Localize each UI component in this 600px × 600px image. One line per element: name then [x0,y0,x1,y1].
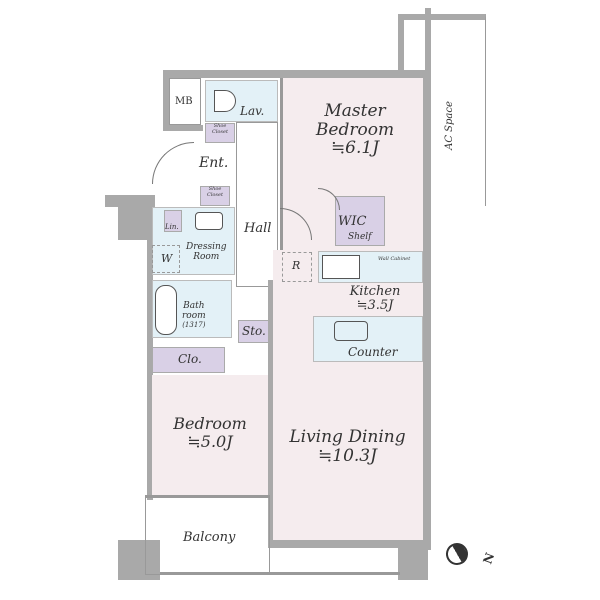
wall-cabinet-label: Wall Cabinet [378,256,411,262]
compass-icon [441,538,473,570]
bath-name-2: room [182,310,206,321]
walk-in-closet [335,196,385,246]
ac-space-label: AC Space [443,101,455,150]
balcony-rail [160,572,400,575]
balcony-pillar-right [398,540,428,580]
refrigerator-space [282,252,312,282]
counter [313,316,423,362]
balcony-pillar [118,540,160,580]
bath-size: (1317) [182,320,206,329]
mb-label: MB [175,96,193,107]
kitchen-name: Kitchen [349,284,401,299]
kitchen-sink-icon [334,321,368,341]
refrigerator-label: R [292,259,301,272]
washer-label: W [161,252,173,265]
living-dining-name: Living Dining [289,427,406,447]
wic-shelf-label: Shelf [348,232,372,242]
master-bedroom-label: Master Bedroom ≒6.1J [300,102,410,158]
bath-name-1: Bath [183,301,205,311]
bathroom-label: Bath room (1317) [182,301,206,329]
bedroom-name: Bedroom [173,414,247,433]
kitchen-label: Kitchen ≒3.5J [340,284,410,314]
wall-left-mb [163,70,169,130]
hall [236,122,278,287]
wall-bottom [268,540,428,548]
shoe-closet-2 [200,186,230,206]
wall-left-pillar [118,195,152,240]
master-bedroom-name-1: Master [324,101,386,121]
wall-bedroom-living [268,280,273,545]
meter-box [169,78,201,125]
linen-label: Lin. [165,223,179,231]
wall-left [147,200,153,500]
shoe-closet-1-label: Shoe Closet [212,123,228,135]
sink-icon [195,212,223,230]
bedroom [152,375,270,495]
master-bedroom-name-2: Bedroom [315,119,395,140]
entrance [195,145,235,185]
linen [164,210,182,232]
entrance-label: Ent. [199,155,229,171]
toilet-icon [214,90,236,112]
compass-north-label: N [480,550,498,566]
dressing-room-label: Dressing Room [186,242,227,263]
bedroom-label: Bedroom ≒5.0J [165,415,255,450]
bedroom-size: ≒5.0J [187,431,233,451]
living-dining-label: Living Dining ≒10.3J [285,428,410,465]
closet-label: Clo. [178,352,202,366]
washer-space [152,245,180,273]
bathtub-icon [155,285,177,335]
wall-right [423,70,431,550]
shoe-closet-2-label: Shoe Closet [207,186,223,198]
balcony-label: Balcony [183,530,236,545]
hall-label: Hall [244,221,272,236]
kitchen-size: ≒3.5J [356,298,394,314]
shoe-closet-1 [205,123,235,143]
counter-label: Counter [348,345,398,359]
dressing-name-1: Dressing [186,242,227,252]
wic-label: WIC [338,214,367,229]
living-dining-size: ≒10.3J [318,445,377,466]
entrance-door[interactable] [152,142,194,184]
dressing-name-2: Room [193,251,220,262]
storage-label: Sto. [242,324,266,338]
closet [152,347,225,373]
wall-mb [163,125,203,131]
living-dining [273,250,423,540]
wall-top [163,70,431,78]
master-bedroom-size: ≒6.1J [330,138,380,159]
lavatory-label: Lav. [240,104,265,118]
stove-icon [322,255,360,279]
